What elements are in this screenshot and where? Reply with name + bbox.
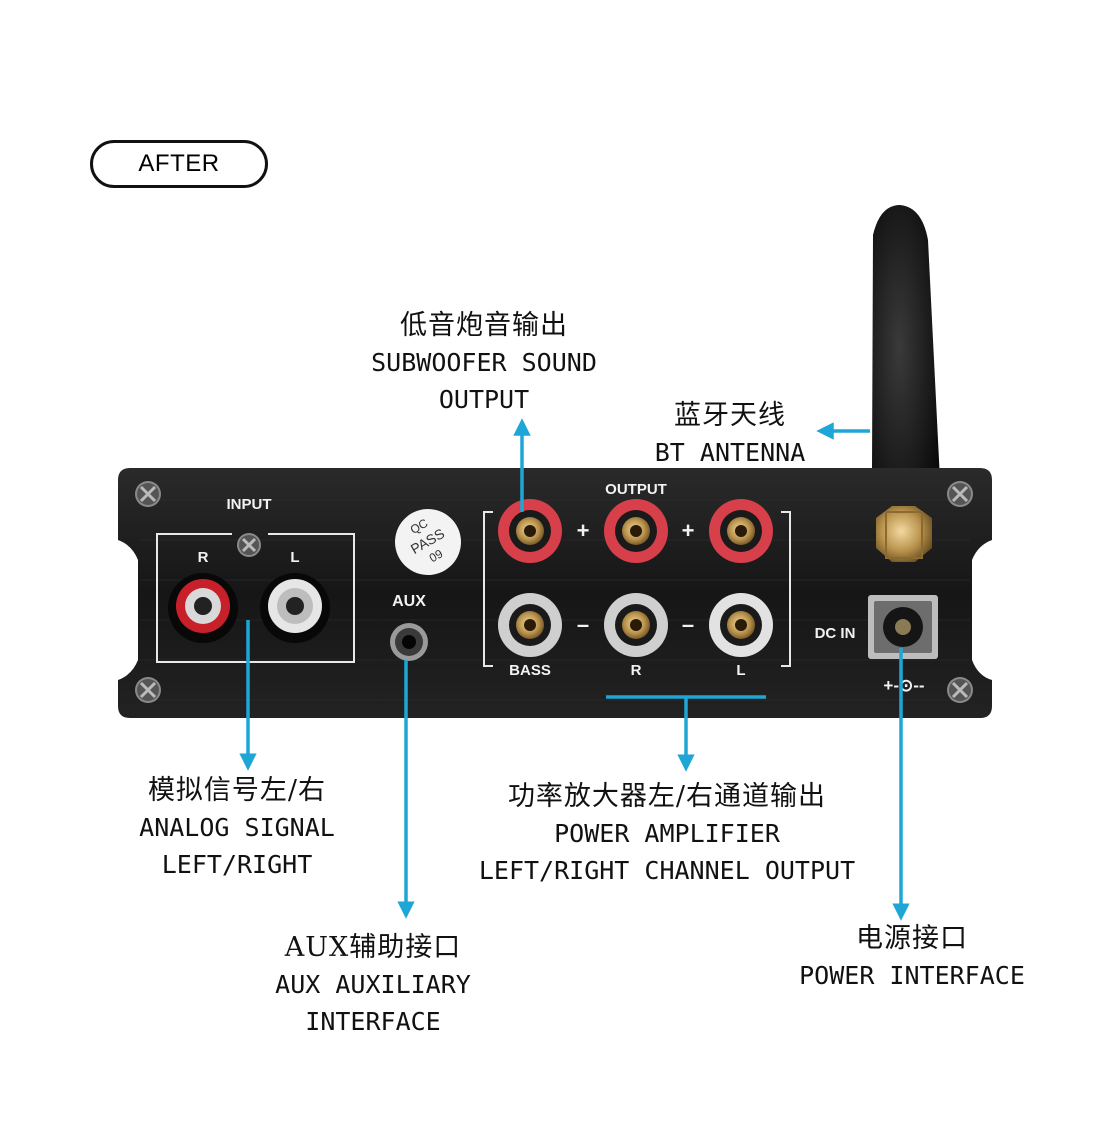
label-amp-cn: 功率放大器左/右通道输出 [507,781,827,812]
aux-jack [390,623,428,661]
bass-label: BASS [509,662,551,679]
dc-in-label: DC IN [815,625,856,642]
svg-text:09: 09 [427,546,446,565]
minus-sign: – [577,612,589,637]
label-analog-en1: ANALOG SIGNAL [139,813,335,842]
label-aux: AUX辅助接口 AUX AUXILIARY INTERFACE [248,929,498,1040]
plus-sign: + [682,518,695,543]
label-amp: 功率放大器左/右通道输出 POWER AMPLIFIER LEFT/RIGHT … [452,778,882,889]
input-l-label: L [290,549,299,566]
qc-pass-sticker: QC PASS 09 [395,509,461,575]
label-power-cn: 电源接口 [856,923,968,954]
speaker-post-bass-positive [498,499,562,563]
label-amp-en2: LEFT/RIGHT CHANNEL OUTPUT [478,856,856,885]
label-aux-en1: AUX AUXILIARY [275,970,471,999]
polarity-symbol: +-⊙-- [883,676,924,695]
label-subwoofer-cn: 低音炮音输出 [400,310,568,341]
label-aux-en2: INTERFACE [305,1007,441,1036]
antenna-connector [876,506,932,562]
amplifier-panel [118,468,992,718]
label-bt-cn: 蓝牙天线 [674,400,786,431]
label-analog-en2: LEFT/RIGHT [161,850,313,879]
screw-icon [947,677,973,703]
label-subwoofer: 低音炮音输出 SUBWOOFER SOUND OUTPUT [344,307,624,418]
label-amp-en1: POWER AMPLIFIER [554,819,780,848]
label-power-en1: POWER INTERFACE [799,961,1025,990]
label-aux-cn: AUX辅助接口 [284,932,462,963]
label-bt-en1: BT ANTENNA [654,438,806,467]
rca-jack-right [168,573,238,643]
speaker-post-l-positive [709,499,773,563]
label-bt-antenna: 蓝牙天线 BT ANTENNA [620,397,840,471]
plus-sign: + [577,518,590,543]
input-label: INPUT [227,496,272,513]
speaker-post-bass-negative [498,593,562,657]
speaker-post-r-negative [604,593,668,657]
minus-sign: – [682,612,694,637]
output-label: OUTPUT [605,481,667,498]
label-analog: 模拟信号左/右 ANALOG SIGNAL LEFT/RIGHT [112,772,362,883]
bt-antenna [872,205,940,504]
speaker-post-r-positive [604,499,668,563]
rca-jack-left [260,573,330,643]
output-l-label: L [736,662,745,679]
screw-icon [237,533,261,557]
label-subwoofer-en1: SUBWOOFER SOUND [371,348,597,377]
aux-label: AUX [392,593,426,610]
screw-icon [947,481,973,507]
label-power: 电源接口 POWER INTERFACE [782,920,1042,994]
output-r-label: R [631,662,642,679]
label-analog-cn: 模拟信号左/右 [147,775,327,806]
dc-power-jack [868,595,938,659]
screw-icon [135,677,161,703]
after-badge: AFTER [90,140,268,188]
speaker-post-l-negative [709,593,773,657]
screw-icon [135,481,161,507]
label-subwoofer-en2: OUTPUT [438,385,530,414]
input-r-label: R [198,549,209,566]
callout-arrows [239,418,910,921]
